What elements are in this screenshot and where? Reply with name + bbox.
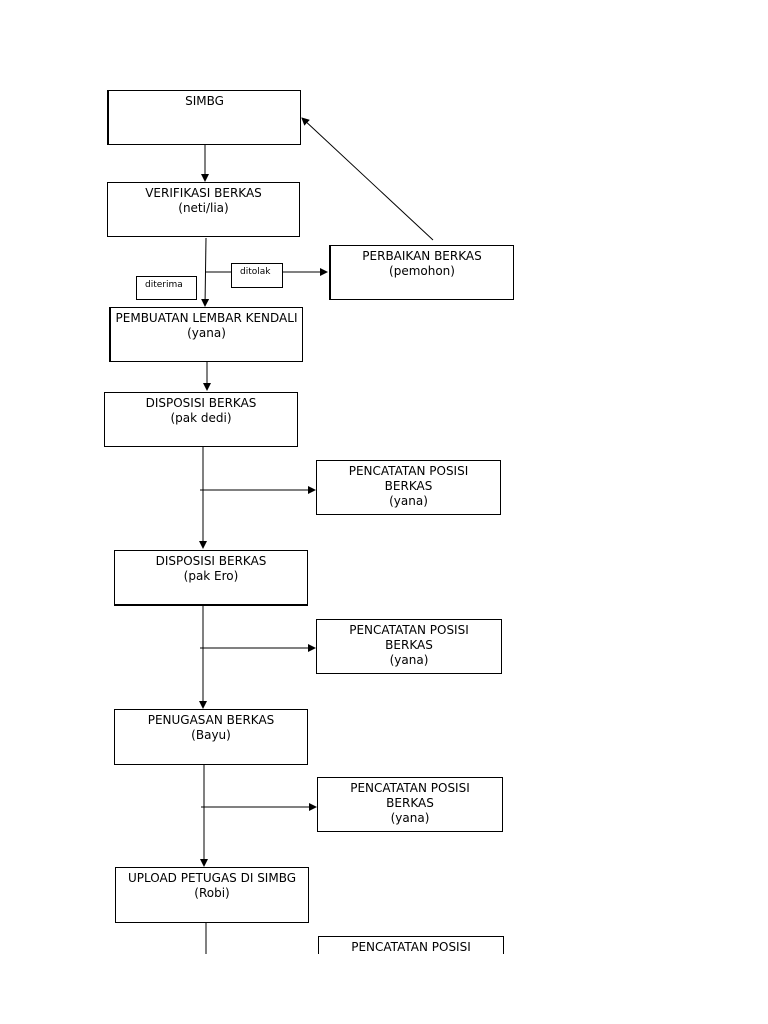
page-bottom-whitespace xyxy=(0,954,768,1024)
node-disposisi2-title: DISPOSISI BERKAS xyxy=(155,554,267,568)
node-pencatatan4-title: PENCATATAN POSISI xyxy=(351,940,471,954)
node-penugasan-person: (Bayu) xyxy=(191,728,231,742)
node-penugasan-title: PENUGASAN BERKAS xyxy=(147,713,275,727)
node-pencatatan-posisi-1: PENCATATAN POSISI BERKAS (yana) xyxy=(316,460,501,515)
node-pencatatan-posisi-2: PENCATATAN POSISI BERKAS (yana) xyxy=(316,619,502,674)
node-pencatatan1-title: PENCATATAN POSISI xyxy=(348,464,469,478)
node-verifikasi-berkas: VERIFIKASI BERKAS (neti/lia) xyxy=(107,182,300,237)
label-ditolak: ditolak xyxy=(231,263,283,288)
node-simbg-title: SIMBG xyxy=(185,94,224,108)
node-upload-person: (Robi) xyxy=(194,886,230,900)
node-simbg: SIMBG xyxy=(107,90,301,145)
node-pencatatan1-title2: BERKAS xyxy=(384,479,433,493)
node-perbaikan-berkas: PERBAIKAN BERKAS (pemohon) xyxy=(329,245,514,300)
arrow-verifikasi-to-pembuatan xyxy=(201,237,210,307)
node-pencatatan2-person: (yana) xyxy=(389,653,429,667)
node-verifikasi-person: (neti/lia) xyxy=(178,201,229,215)
node-perbaikan-title: PERBAIKAN BERKAS xyxy=(362,249,482,263)
node-disposisi1-title: DISPOSISI BERKAS xyxy=(145,396,257,410)
node-penugasan-berkas: PENUGASAN BERKAS (Bayu) xyxy=(114,709,308,765)
node-disposisi1-person: (pak dedi) xyxy=(170,411,232,425)
node-pencatatan-posisi-3: PENCATATAN POSISI BERKAS (yana) xyxy=(317,777,503,832)
node-perbaikan-person: (pemohon) xyxy=(389,264,455,278)
label-diterima: diterima xyxy=(136,276,197,300)
node-disposisi-berkas-1: DISPOSISI BERKAS (pak dedi) xyxy=(104,392,298,447)
node-pencatatan2-title: PENCATATAN POSISI xyxy=(349,623,469,637)
node-pencatatan1-person: (yana) xyxy=(389,494,428,508)
node-pembuatan-title: PEMBUATAN LEMBAR KENDALI xyxy=(115,311,298,325)
node-disposisi-berkas-2: DISPOSISI BERKAS (pak Ero) xyxy=(114,550,308,606)
node-pembuatan-lembar-kendali: PEMBUATAN LEMBAR KENDALI (yana) xyxy=(109,307,303,362)
node-disposisi2-person: (pak Ero) xyxy=(183,569,239,583)
node-upload-title: UPLOAD PETUGAS DI SIMBG xyxy=(127,871,297,885)
node-pencatatan3-title2: BERKAS xyxy=(386,796,434,810)
node-pencatatan3-title: PENCATATAN POSISI xyxy=(350,781,470,795)
node-upload-petugas: UPLOAD PETUGAS DI SIMBG (Robi) xyxy=(115,867,309,923)
arrow-perbaikan-to-simbg xyxy=(301,117,434,241)
node-verifikasi-title: VERIFIKASI BERKAS xyxy=(145,186,262,200)
node-pencatatan2-title2: BERKAS xyxy=(385,638,433,652)
node-pencatatan3-person: (yana) xyxy=(390,811,430,825)
node-pembuatan-person: (yana) xyxy=(187,326,226,340)
